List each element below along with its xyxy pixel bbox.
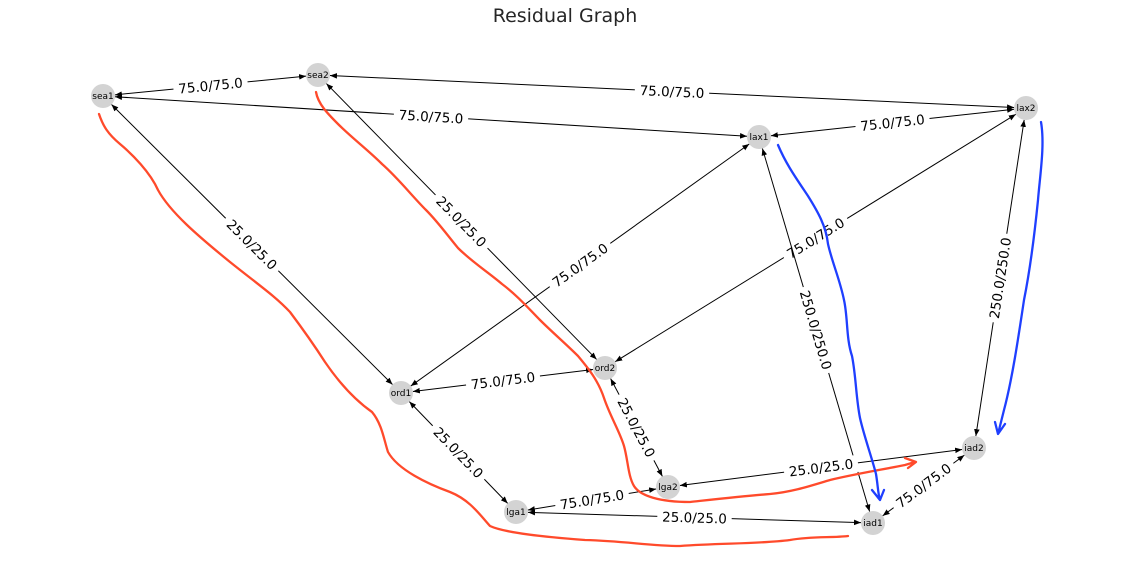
- edge-label-background: [219, 212, 284, 278]
- red-path-1: [97, 112, 850, 548]
- node-circle[interactable]: [91, 84, 115, 108]
- node-label: sea1: [92, 92, 113, 102]
- node-lga1[interactable]: lga1: [504, 500, 528, 524]
- graph-title: Residual Graph: [493, 5, 638, 27]
- edge-label-background: [657, 508, 732, 528]
- edge-label-background: [783, 454, 860, 482]
- nodes-layer: sea1 sea2 lax1 lax2 ord1 ord2 lga1 lga2 iad1 iad2: [91, 63, 1038, 535]
- edge-label-background: [553, 485, 631, 515]
- edge-label-background: [611, 390, 661, 465]
- node-iad1[interactable]: iad1: [861, 511, 885, 535]
- edge-label-background: [888, 456, 959, 515]
- edge-label-group-lax1-lax2: 75.0/75.0: [854, 110, 931, 136]
- edge-label: 75.0/75.0: [398, 107, 464, 127]
- edge-label: 25.0/25.0: [430, 424, 486, 482]
- edge-label-group-ord1-lax1: 75.0/75.0: [545, 236, 616, 294]
- edge-label-background: [172, 73, 249, 99]
- node-circle[interactable]: [747, 125, 771, 149]
- node-lax1[interactable]: lax1: [747, 125, 771, 149]
- edge-label-group-sea2-ord2: 25.0/25.0: [429, 189, 494, 255]
- red-path-2: [314, 90, 918, 504]
- edge-label-group-lax2-iad2: 250.0/250.0: [985, 232, 1016, 324]
- edges-layer: 75.0/75.0 75.0/75.0 75.0/75.0 75.0/75.0 25.0…: [111, 73, 1026, 528]
- node-label: iad1: [863, 519, 882, 529]
- edge-label: 75.0/75.0: [860, 112, 926, 135]
- edge-label-group-sea1-lax1: 75.0/75.0: [393, 106, 469, 128]
- node-iad2[interactable]: iad2: [962, 436, 986, 460]
- edge-label: 25.0/25.0: [662, 510, 727, 528]
- node-sea2[interactable]: sea2: [306, 63, 330, 87]
- node-circle[interactable]: [861, 511, 885, 535]
- edge-label-group-ord2-lax2: 75.0/75.0: [779, 211, 852, 266]
- edge-label-group-ord1-ord2: 75.0/75.0: [465, 368, 542, 394]
- node-circle[interactable]: [504, 500, 528, 524]
- edge-label-background: [465, 368, 542, 394]
- edge-label-group-sea1-ord1: 25.0/25.0: [219, 212, 284, 278]
- node-circle[interactable]: [593, 356, 617, 380]
- blue-path-2: [993, 120, 1044, 436]
- node-circle[interactable]: [306, 63, 330, 87]
- edge-label-background: [545, 236, 616, 294]
- edge-label-group-lax1-iad1: 250.0/250.0: [794, 284, 837, 376]
- edge-label-background: [985, 232, 1016, 324]
- edge-label: 75.0/75.0: [893, 461, 954, 512]
- node-circle[interactable]: [1014, 96, 1038, 120]
- edge-label-background: [426, 420, 491, 486]
- node-ord2[interactable]: ord2: [593, 356, 617, 380]
- edge-label: 75.0/75.0: [639, 83, 704, 102]
- edge-label-group-ord1-lga1: 25.0/25.0: [426, 420, 491, 486]
- edge-label: 25.0/25.0: [223, 217, 280, 274]
- node-label: lga1: [506, 508, 525, 518]
- edge-label: 75.0/75.0: [178, 75, 244, 97]
- edge-label: 75.0/75.0: [550, 240, 612, 291]
- node-label: lax1: [749, 133, 768, 143]
- node-circle[interactable]: [962, 436, 986, 460]
- node-lga2[interactable]: lga2: [656, 475, 680, 499]
- edge-label: 75.0/75.0: [559, 487, 625, 513]
- node-label: lax2: [1016, 104, 1035, 114]
- edge-label-group-lga2-iad2: 25.0/25.0: [783, 454, 860, 482]
- blue-path-1: [776, 143, 886, 502]
- node-label: lga2: [658, 483, 677, 493]
- edge-label: 250.0/250.0: [796, 289, 835, 372]
- node-label: iad2: [964, 444, 983, 454]
- edge-label: 25.0/25.0: [432, 194, 489, 251]
- edge-label-background: [794, 284, 837, 376]
- node-circle[interactable]: [389, 381, 413, 405]
- annotations-layer: [97, 90, 1044, 548]
- edge-label-group-lga1-lga2: 75.0/75.0: [553, 485, 631, 515]
- node-label: ord1: [391, 389, 412, 399]
- node-lax2[interactable]: lax2: [1014, 96, 1038, 120]
- node-label: ord2: [595, 364, 616, 374]
- edge-label-group-lga1-iad1: 25.0/25.0: [657, 508, 732, 528]
- node-label: sea2: [307, 71, 328, 81]
- edge-label-group-ord2-lga2: 25.0/25.0: [611, 390, 661, 465]
- edge-label-group-sea2-lax2: 75.0/75.0: [634, 81, 710, 103]
- edge-label-group-sea1-sea2: 75.0/75.0: [172, 73, 249, 99]
- edge-label: 75.0/75.0: [470, 370, 536, 394]
- edge-label: 250.0/250.0: [987, 236, 1015, 319]
- edge-label: 25.0/25.0: [613, 396, 657, 461]
- node-circle[interactable]: [656, 475, 680, 499]
- node-sea1[interactable]: sea1: [91, 84, 115, 108]
- node-ord1[interactable]: ord1: [389, 381, 413, 405]
